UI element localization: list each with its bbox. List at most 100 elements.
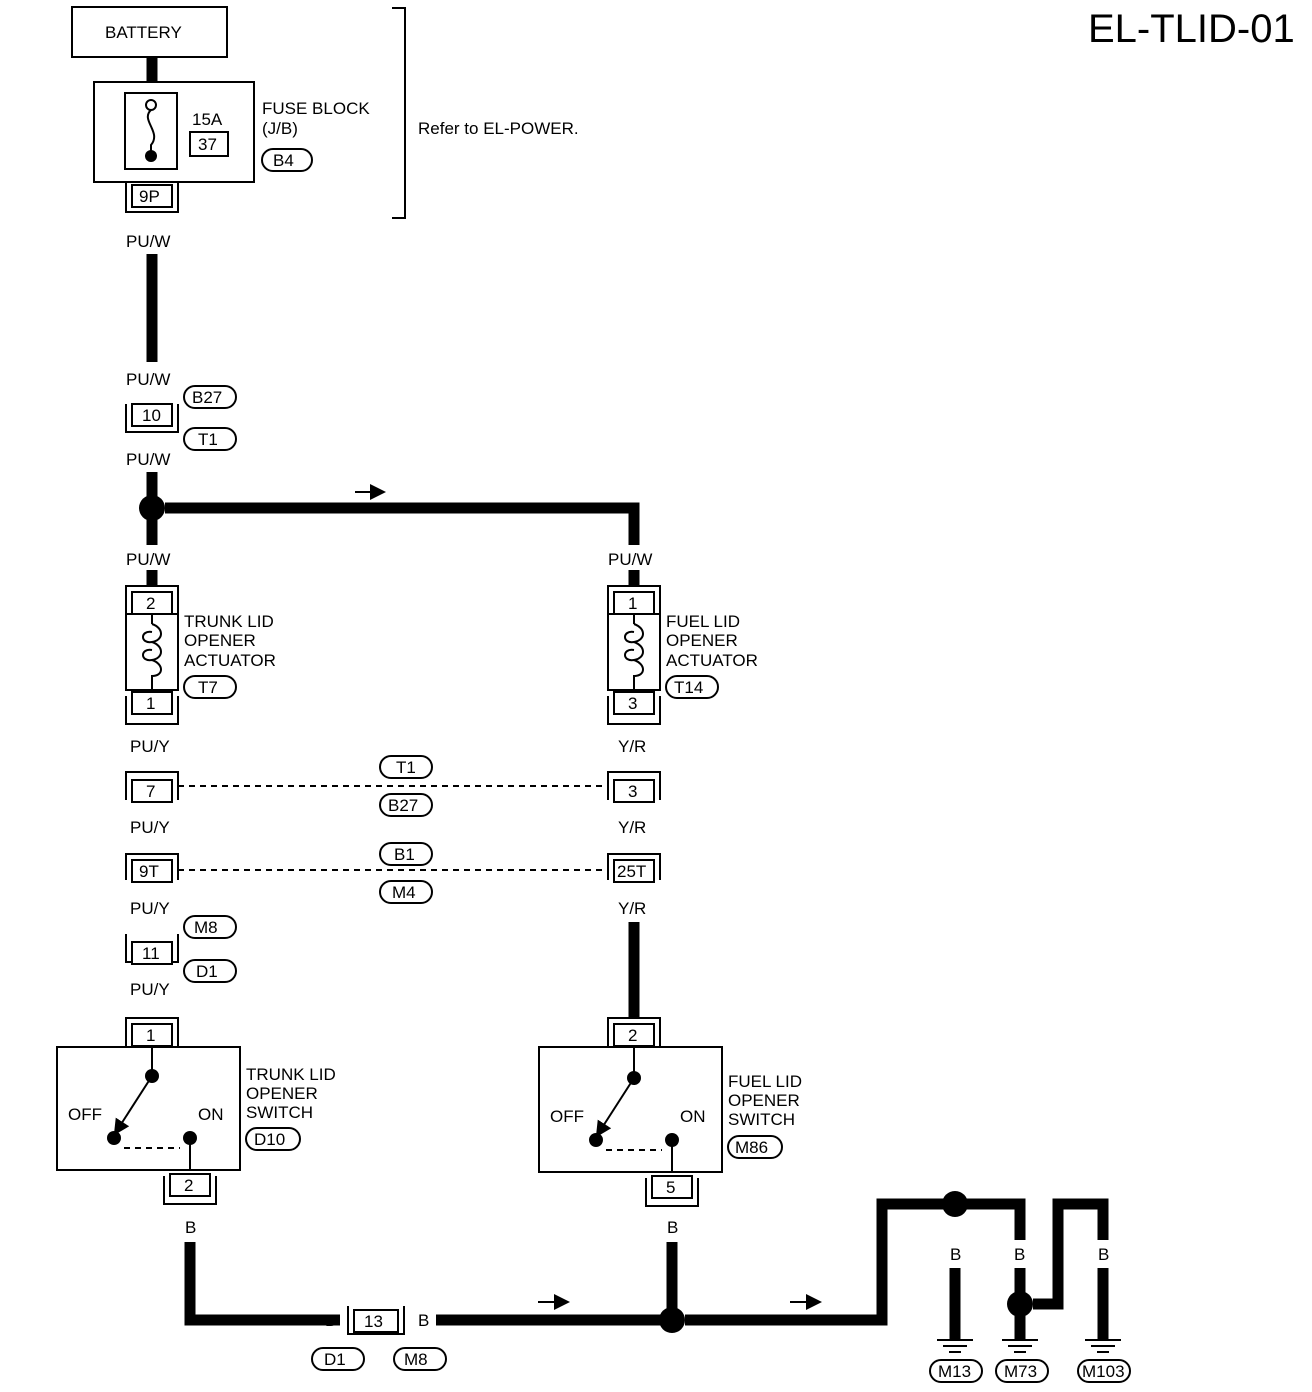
connector-t1-top [183,427,237,451]
fuse-terminal [131,184,173,208]
pin-11-label: 11 [142,944,160,963]
connector-m13-label: M13 [938,1362,971,1381]
pin-13 [353,1309,399,1333]
fuel-actuator-pin-3-label: 3 [628,694,637,713]
connector-b4-label: B4 [273,151,294,170]
fuel-switch-body [538,1046,723,1173]
pin-3-mid-label: 3 [628,782,637,801]
fuse-number-box [189,131,229,157]
trunk-switch-label-3: SWITCH [246,1103,313,1122]
wire-label-b-3: B [418,1311,429,1330]
connector-m103-label: M103 [1082,1362,1125,1381]
connector-m86-label: M86 [735,1138,768,1157]
trunk-actuator-label-3: ACTUATOR [184,651,276,670]
fuel-switch-lever-icon [595,1077,635,1138]
connector-b27-top-label: B27 [192,388,222,407]
connector-m13 [929,1359,983,1383]
wire-label-y-r-2: Y/R [618,818,646,837]
wire-label-b-5: B [950,1245,961,1264]
connector-d1-mid [183,959,237,983]
battery-box [71,6,228,58]
fuse-block-sublabel: (J/B) [262,119,298,138]
connector-t7-label: T7 [198,678,218,697]
connector-m8-bottom [393,1347,447,1371]
fuse-rating: 15A [192,110,223,129]
trunk-switch-body [56,1046,241,1171]
connector-d1-bottom-label: D1 [324,1350,346,1369]
fuse-block-label: FUSE BLOCK [262,99,370,118]
wire-label-pu-y-2: PU/Y [130,818,170,837]
connector-t14 [665,675,719,699]
connector-m4-label: M4 [392,883,416,902]
junction-dot-m73 [1007,1291,1033,1317]
trunk-switch-off: OFF [68,1105,102,1124]
pin-9t-label: 9T [139,862,159,881]
fuel-switch-pin-5-label: 5 [666,1178,675,1197]
connector-m8-mid-label: M8 [194,918,218,937]
wire-label-b-4: B [667,1218,678,1237]
trunk-actuator-coil-icon [142,623,162,690]
wire-label-pu-w-2: PU/W [126,370,170,389]
trunk-actuator-pin-1-label: 1 [146,694,155,713]
connector-b27-mid-label: B27 [388,796,418,815]
connector-m73-label: M73 [1004,1362,1037,1381]
pin-7-label: 7 [146,782,155,801]
fuel-switch-label-3: SWITCH [728,1110,795,1129]
pin-13-label: 13 [364,1312,383,1331]
connector-b27-top [183,385,237,409]
connector-t7 [183,675,237,699]
fuse-icon [124,92,178,170]
pin-11 [131,941,173,965]
wire-label-pu-w-5: PU/W [608,550,652,569]
connector-d10-label: D10 [254,1130,285,1149]
pin-25t-label: 25T [617,862,646,881]
trunk-switch-pin-2-label: 2 [184,1176,193,1195]
wire-label-y-r-3: Y/R [618,899,646,918]
fuel-switch-off: OFF [550,1107,584,1126]
wire-label-pu-w-3: PU/W [126,450,170,469]
wire-label-pu-y-1: PU/Y [130,737,170,756]
wire-label-pu-y-3: PU/Y [130,899,170,918]
trunk-switch-pin-2 [169,1173,211,1197]
connector-b27-mid [379,793,433,817]
fuel-actuator-label-1: FUEL LID [666,612,740,631]
pin-10-label: 10 [142,406,161,425]
fuel-actuator-label-2: OPENER [666,631,738,650]
wire-label-b-2: B [325,1311,336,1330]
ground-icon-m73 [1002,1339,1038,1353]
wire-label-y-r-1: Y/R [618,737,646,756]
pin-10 [131,403,173,427]
trunk-actuator-pin-1 [131,691,173,715]
junction-dot-top [139,495,165,521]
junction-dot-ground [659,1307,685,1333]
connector-m4 [379,880,433,904]
refer-note: Refer to EL-POWER. [418,119,579,138]
fuel-switch-label-2: OPENER [728,1091,800,1110]
connector-b1-label: B1 [394,845,415,864]
connector-t14-label: T14 [674,678,703,697]
pin-7 [131,779,173,803]
wire-label-pu-y-4: PU/Y [130,980,170,999]
wire-label-b-7: B [1052,1245,1063,1264]
connector-t1-mid [379,755,433,779]
connector-m86 [727,1135,783,1159]
trunk-actuator-label-2: OPENER [184,631,256,650]
connector-m73 [995,1359,1049,1383]
fuel-actuator-pin-3 [613,691,655,715]
connector-t1-top-label: T1 [198,430,218,449]
wire-label-b-8: B [1098,1245,1109,1264]
fuel-switch-pin-5 [651,1175,693,1199]
fuse-terminal-label: 9P [139,187,160,206]
wire-label-b-6: B [1014,1245,1025,1264]
pin-25t [613,859,655,883]
trunk-switch-pin-1-label: 1 [146,1026,155,1045]
pin-9t [131,859,173,883]
trunk-actuator-pin-2-label: 2 [146,594,155,613]
wire-label-b-1: B [185,1218,196,1237]
fuse-block-box [93,81,255,183]
connector-t1-mid-label: T1 [396,758,416,777]
ground-icon-m13 [937,1339,973,1353]
fuel-actuator-pin-1-label: 1 [628,594,637,613]
connector-m8-bottom-label: M8 [404,1350,428,1369]
